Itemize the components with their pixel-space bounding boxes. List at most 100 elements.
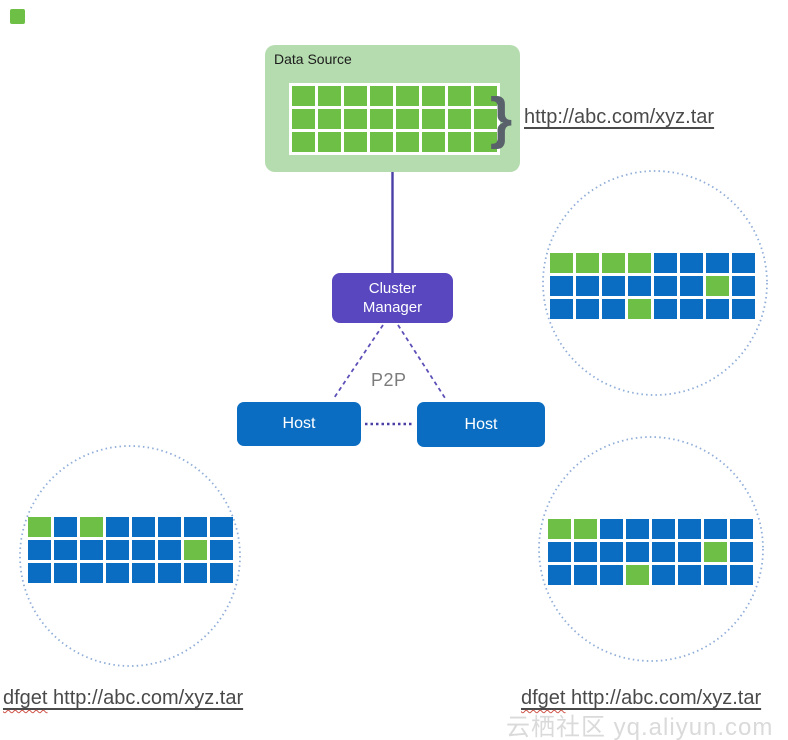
chunk-cell-blue	[600, 542, 623, 562]
chunk-cell-green	[602, 253, 625, 273]
chunk-cell-blue	[680, 299, 703, 319]
chunk-cell-blue	[602, 276, 625, 296]
chunk-cell-blue	[210, 563, 233, 583]
chunk-cell-blue	[654, 276, 677, 296]
chunk-cell-blue	[132, 563, 155, 583]
dfget-command-left: dfget http://abc.com/xyz.tar	[3, 687, 243, 710]
chunk-cell-green	[292, 132, 315, 152]
chunk-cell-blue	[652, 565, 675, 585]
chunk-cell-green	[28, 517, 51, 537]
chunk-cell-green	[628, 253, 651, 273]
chunk-cell-green	[704, 542, 727, 562]
chunk-cell-blue	[184, 517, 207, 537]
chunk-cell-blue	[704, 519, 727, 539]
chunk-cell-blue	[158, 540, 181, 560]
chunk-cell-blue	[626, 519, 649, 539]
chunk-cell-blue	[628, 276, 651, 296]
chunk-cell-blue	[54, 517, 77, 537]
p2p-label: P2P	[371, 370, 407, 390]
chunk-cell-blue	[706, 253, 729, 273]
chunk-cell-blue	[132, 517, 155, 537]
dfget-url: http://abc.com/xyz.tar	[47, 687, 244, 709]
chunk-cell-blue	[210, 517, 233, 537]
chunk-cell-green	[184, 540, 207, 560]
chunk-cell-green	[474, 86, 497, 106]
chunk-cell-blue	[602, 299, 625, 319]
chunk-cell-green	[422, 86, 445, 106]
chunk-cell-blue	[550, 299, 573, 319]
peer-chunk-grid-bottom-right	[548, 519, 753, 585]
host-label: Host	[464, 415, 498, 433]
peer-chunk-grid-bottom-left	[28, 517, 233, 583]
host-box-right: Host	[417, 402, 545, 447]
chunk-cell-blue	[184, 563, 207, 583]
chunk-cell-green	[370, 132, 393, 152]
chunk-cell-blue	[28, 563, 51, 583]
dfget-command-right: dfget http://abc.com/xyz.tar	[521, 687, 761, 710]
chunk-cell-blue	[54, 540, 77, 560]
brace-glyph: }	[490, 86, 513, 150]
chunk-cell-green	[344, 132, 367, 152]
dfget-word: dfget	[3, 687, 48, 709]
chunk-cell-blue	[132, 540, 155, 560]
chunk-cell-blue	[652, 542, 675, 562]
chunk-cell-green	[576, 253, 599, 273]
chunk-cell-blue	[548, 542, 571, 562]
chunk-cell-blue	[654, 253, 677, 273]
source-url-text: http://abc.com/xyz.tar	[524, 106, 715, 128]
cluster-manager-label-line1: Cluster	[368, 280, 417, 297]
chunk-cell-blue	[548, 565, 571, 585]
chunk-cell-blue	[158, 563, 181, 583]
chunk-cell-blue	[158, 517, 181, 537]
chunk-cell-blue	[678, 542, 701, 562]
chunk-cell-blue	[576, 276, 599, 296]
chunk-cell-green	[422, 132, 445, 152]
chunk-cell-green	[628, 299, 651, 319]
data-source-title: Data Source	[274, 51, 352, 67]
chunk-cell-blue	[678, 565, 701, 585]
chunk-cell-green	[344, 86, 367, 106]
chunk-cell-blue	[80, 563, 103, 583]
chunk-cell-green	[474, 109, 497, 129]
chunk-cell-blue	[106, 517, 129, 537]
chunk-cell-blue	[732, 253, 755, 273]
chunk-cell-green	[292, 109, 315, 129]
chunk-cell-green	[550, 253, 573, 273]
stray-green-chunk	[10, 9, 25, 24]
chunk-cell-blue	[574, 542, 597, 562]
source-file-chunk-grid	[289, 83, 500, 155]
chunk-cell-blue	[210, 540, 233, 560]
chunk-cell-green	[318, 132, 341, 152]
chunk-cell-blue	[730, 565, 753, 585]
chunk-cell-blue	[680, 253, 703, 273]
chunk-cell-blue	[706, 299, 729, 319]
chunk-cell-blue	[654, 299, 677, 319]
chunk-cell-green	[574, 519, 597, 539]
chunk-cell-blue	[652, 519, 675, 539]
chunk-cell-blue	[550, 276, 573, 296]
chunk-cell-green	[626, 565, 649, 585]
chunk-cell-blue	[732, 299, 755, 319]
chunk-cell-blue	[678, 519, 701, 539]
chunk-cell-blue	[54, 563, 77, 583]
peer-chunk-grid-top-right	[550, 253, 755, 319]
chunk-cell-green	[548, 519, 571, 539]
host-label: Host	[282, 415, 316, 432]
dfget-url: http://abc.com/xyz.tar	[565, 687, 762, 709]
chunk-cell-green	[706, 276, 729, 296]
host-box-left: Host	[237, 402, 361, 446]
chunk-cell-green	[422, 109, 445, 129]
chunk-cell-green	[396, 86, 419, 106]
chunk-cell-green	[396, 132, 419, 152]
chunk-cell-green	[370, 109, 393, 129]
chunk-cell-green	[396, 109, 419, 129]
chunk-cell-green	[318, 86, 341, 106]
chunk-cell-blue	[574, 565, 597, 585]
chunk-cell-blue	[730, 542, 753, 562]
chunk-cell-green	[448, 86, 471, 106]
chunk-cell-blue	[28, 540, 51, 560]
dfget-word: dfget	[521, 687, 566, 709]
chunk-cell-blue	[680, 276, 703, 296]
chunk-cell-green	[292, 86, 315, 106]
